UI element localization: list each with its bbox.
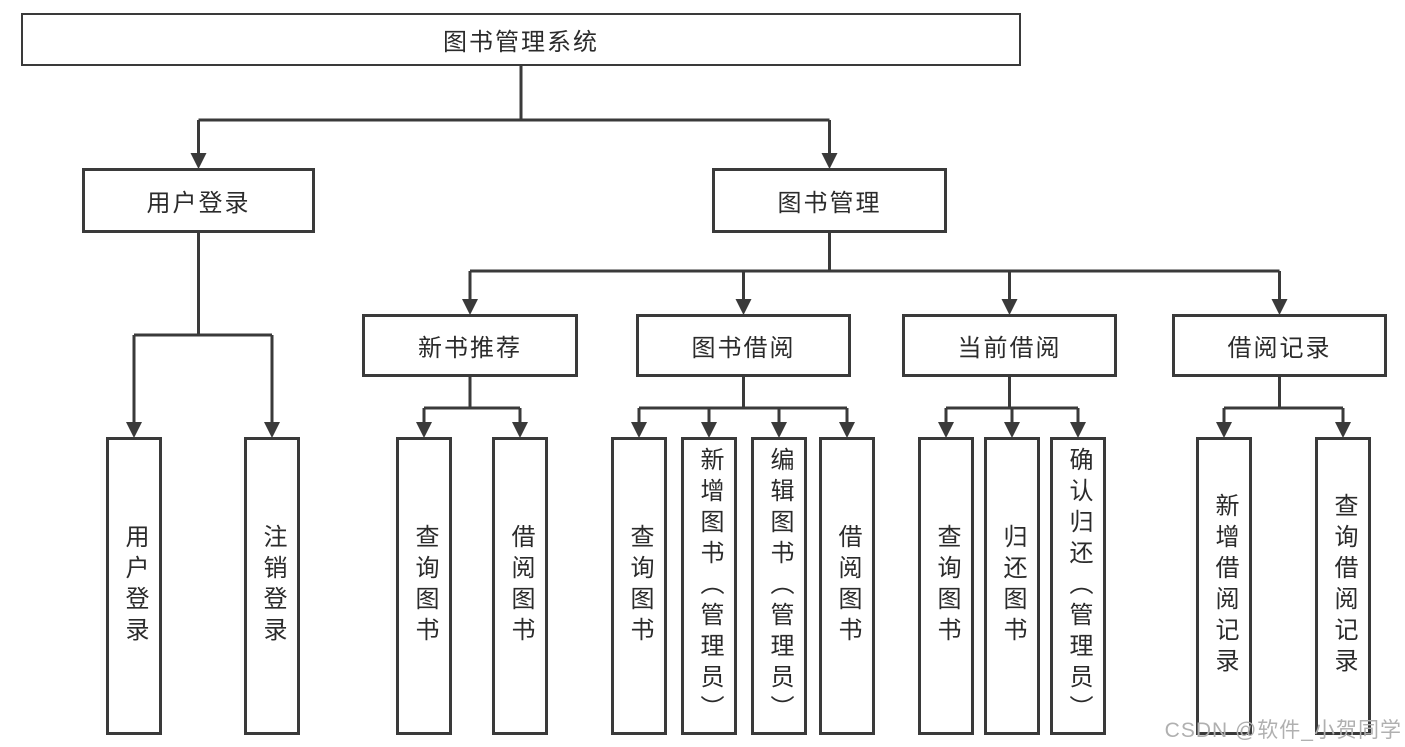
node-label-leaf-br-add: 新增借阅记录 xyxy=(1211,493,1238,679)
node-leaf-br-query: 查询借阅记录 xyxy=(1315,437,1371,735)
node-label-new-book-rec: 新书推荐 xyxy=(418,335,522,362)
node-label-root: 图书管理系统 xyxy=(443,29,599,56)
node-label-book-mgmt: 图书管理 xyxy=(777,190,882,217)
node-leaf-cb-confirm: 确认归还（管理员） xyxy=(1050,437,1106,735)
node-label-leaf-bb-query: 查询图书 xyxy=(626,524,653,648)
node-leaf-user-login: 用户登录 xyxy=(106,437,162,735)
node-leaf-nbr-borrow: 借阅图书 xyxy=(492,437,548,735)
node-borrow-records: 借阅记录 xyxy=(1172,314,1387,377)
node-label-leaf-nbr-borrow: 借阅图书 xyxy=(507,524,534,648)
node-label-user-login: 用户登录 xyxy=(146,190,251,217)
node-label-leaf-bb-add: 新增图书（管理员） xyxy=(696,446,723,726)
node-label-borrow-records: 借阅记录 xyxy=(1227,335,1332,362)
node-label-leaf-cb-query: 查询图书 xyxy=(933,524,960,648)
node-book-borrow: 图书借阅 xyxy=(636,314,851,377)
node-leaf-cb-query: 查询图书 xyxy=(918,437,974,735)
node-book-mgmt: 图书管理 xyxy=(712,168,947,233)
node-current-borrow: 当前借阅 xyxy=(902,314,1117,377)
node-leaf-logout: 注销登录 xyxy=(244,437,300,735)
node-label-leaf-cb-confirm: 确认归还（管理员） xyxy=(1065,446,1092,726)
node-leaf-br-add: 新增借阅记录 xyxy=(1196,437,1252,735)
node-leaf-bb-edit: 编辑图书（管理员） xyxy=(751,437,807,735)
node-label-leaf-bb-edit: 编辑图书（管理员） xyxy=(766,446,793,726)
node-leaf-nbr-query: 查询图书 xyxy=(396,437,452,735)
node-new-book-rec: 新书推荐 xyxy=(362,314,578,377)
node-label-current-borrow: 当前借阅 xyxy=(957,335,1062,362)
node-root: 图书管理系统 xyxy=(21,13,1021,66)
node-label-book-borrow: 图书借阅 xyxy=(691,335,796,362)
node-leaf-cb-return: 归还图书 xyxy=(984,437,1040,735)
node-leaf-bb-add: 新增图书（管理员） xyxy=(681,437,737,735)
node-leaf-bb-query: 查询图书 xyxy=(611,437,667,735)
watermark: CSDN @软件_小贺同学 xyxy=(1164,719,1402,742)
node-label-leaf-user-login: 用户登录 xyxy=(121,524,148,648)
node-leaf-bb-borrow: 借阅图书 xyxy=(819,437,875,735)
node-label-leaf-bb-borrow: 借阅图书 xyxy=(834,524,861,648)
node-label-leaf-nbr-query: 查询图书 xyxy=(411,524,438,648)
node-user-login: 用户登录 xyxy=(82,168,315,233)
node-label-leaf-logout: 注销登录 xyxy=(259,524,286,648)
node-label-leaf-cb-return: 归还图书 xyxy=(999,524,1026,648)
node-label-leaf-br-query: 查询借阅记录 xyxy=(1330,493,1357,679)
